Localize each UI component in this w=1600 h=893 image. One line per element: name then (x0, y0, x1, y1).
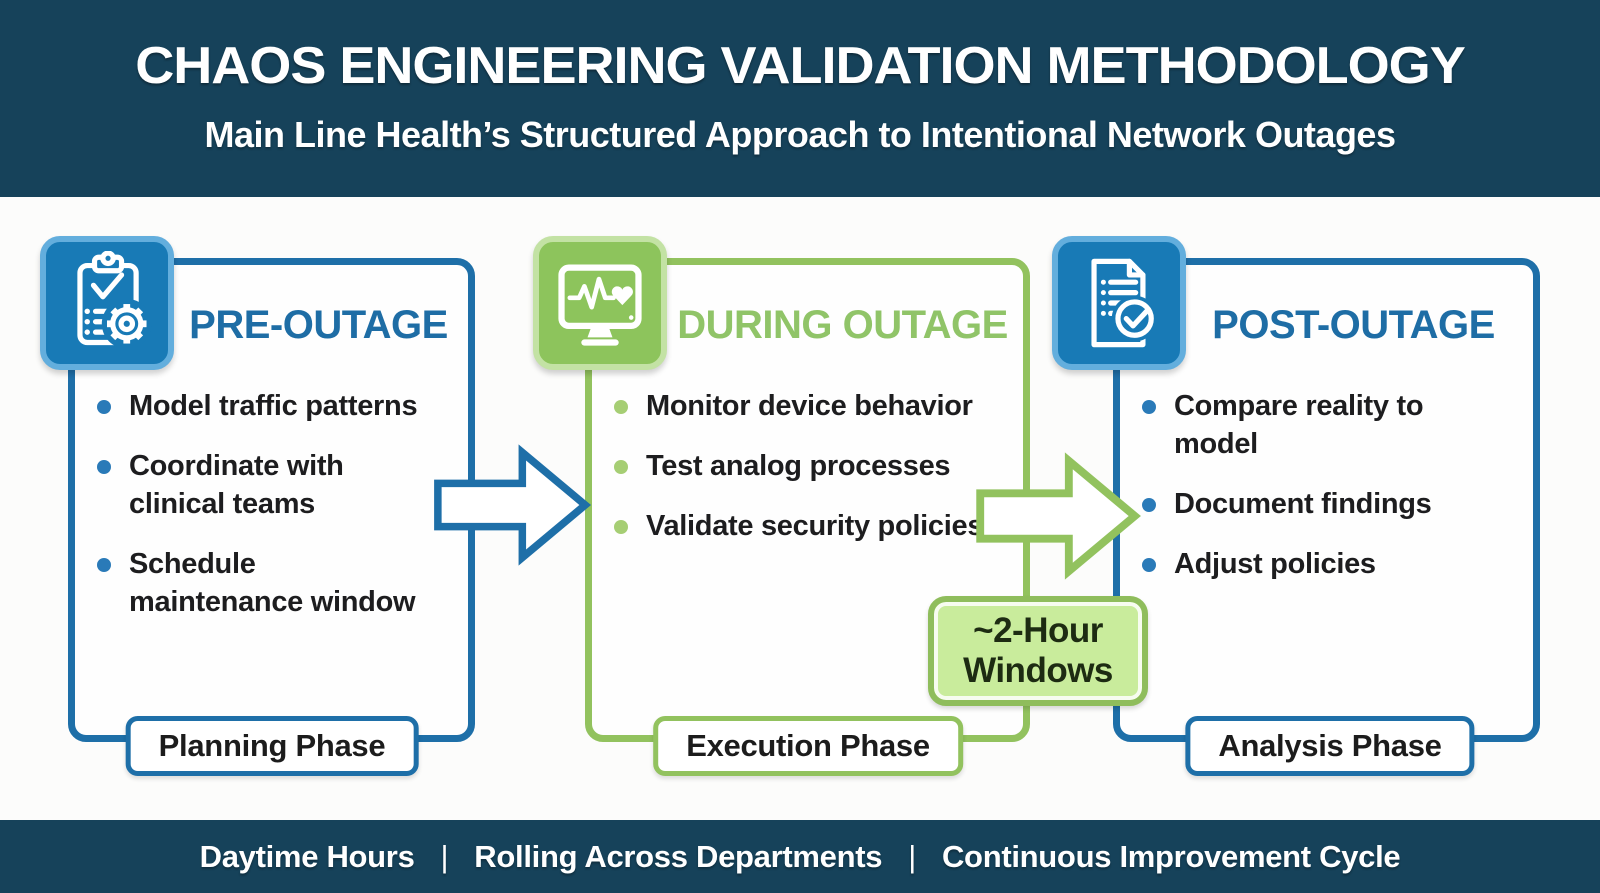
phase-title-pre-outage: PRE-OUTAGE (189, 303, 448, 347)
badge-line-1: ~2-Hour (973, 611, 1103, 650)
list-item: Schedule maintenance window (97, 545, 432, 621)
phase-box-pre-outage: PRE-OUTAGE Model traffic patterns Coordi… (68, 258, 475, 742)
bullet-dot-icon (1142, 498, 1156, 512)
monitor-heartbeat-icon (533, 236, 667, 370)
footer-item-continuous-improvement: Continuous Improvement Cycle (941, 838, 1401, 874)
bullet-dot-icon (97, 460, 111, 474)
phase-title-during-outage: DURING OUTAGE (677, 303, 1008, 347)
badge-line-2: Windows (963, 651, 1113, 690)
arrow-right-icon (976, 452, 1141, 580)
footer-separator: | (440, 838, 449, 874)
bullet-dot-icon (1142, 558, 1156, 572)
phase-label-execution: Execution Phase (653, 716, 963, 776)
page-subtitle: Main Line Health’s Structured Approach t… (204, 114, 1396, 155)
phase-bullet-list: Model traffic patterns Coordinate with c… (97, 387, 432, 621)
bullet-text: Validate security policies (646, 510, 984, 542)
bullet-text: Compare reality to model (1174, 390, 1424, 460)
list-item: Compare reality to model (1142, 387, 1497, 463)
list-item: Validate security policies (614, 507, 987, 545)
list-item: Monitor device behavior (614, 387, 987, 425)
arrow-right-icon (434, 444, 592, 566)
duration-badge: ~2-Hour Windows (928, 596, 1148, 706)
bullet-dot-icon (97, 558, 111, 572)
footer-item-daytime-hours: Daytime Hours (199, 838, 415, 874)
list-item: Document findings (1142, 485, 1497, 523)
bullet-text: Model traffic patterns (129, 390, 418, 422)
bullet-text: Adjust policies (1174, 548, 1376, 580)
document-checklist-icon (1052, 236, 1186, 370)
phase-box-post-outage: POST-OUTAGE Compare reality to model Doc… (1113, 258, 1540, 742)
bullet-dot-icon (614, 520, 628, 534)
bullet-text: Test analog processes (646, 450, 951, 482)
phase-title-post-outage: POST-OUTAGE (1212, 303, 1495, 347)
phase-bullet-list: Monitor device behavior Test analog proc… (614, 387, 987, 545)
list-item: Test analog processes (614, 447, 987, 485)
bullet-text: Document findings (1174, 488, 1432, 520)
list-item: Coordinate with clinical teams (97, 447, 432, 523)
bullet-text: Schedule maintenance window (129, 548, 416, 618)
list-item: Adjust policies (1142, 545, 1497, 583)
page-title: CHAOS ENGINEERING VALIDATION METHODOLOGY (135, 37, 1466, 95)
phase-label-planning: Planning Phase (125, 716, 419, 776)
footer-separator: | (908, 838, 916, 874)
footer-item-rolling-departments: Rolling Across Departments (474, 838, 883, 874)
header-band: CHAOS ENGINEERING VALIDATION METHODOLOGY… (0, 0, 1600, 197)
phase-bullet-list: Compare reality to model Document findin… (1142, 387, 1497, 583)
bullet-dot-icon (614, 400, 628, 414)
phase-label-analysis: Analysis Phase (1185, 716, 1475, 776)
clipboard-check-gear-icon (40, 236, 174, 370)
footer-line: Daytime Hours | Rolling Across Departments… (200, 839, 1401, 875)
bullet-dot-icon (97, 400, 111, 414)
bullet-text: Coordinate with clinical teams (129, 450, 344, 520)
list-item: Model traffic patterns (97, 387, 432, 425)
bullet-dot-icon (1142, 400, 1156, 414)
footer-band: Daytime Hours | Rolling Across Departments… (0, 820, 1600, 893)
bullet-dot-icon (614, 460, 628, 474)
bullet-text: Monitor device behavior (646, 390, 973, 422)
